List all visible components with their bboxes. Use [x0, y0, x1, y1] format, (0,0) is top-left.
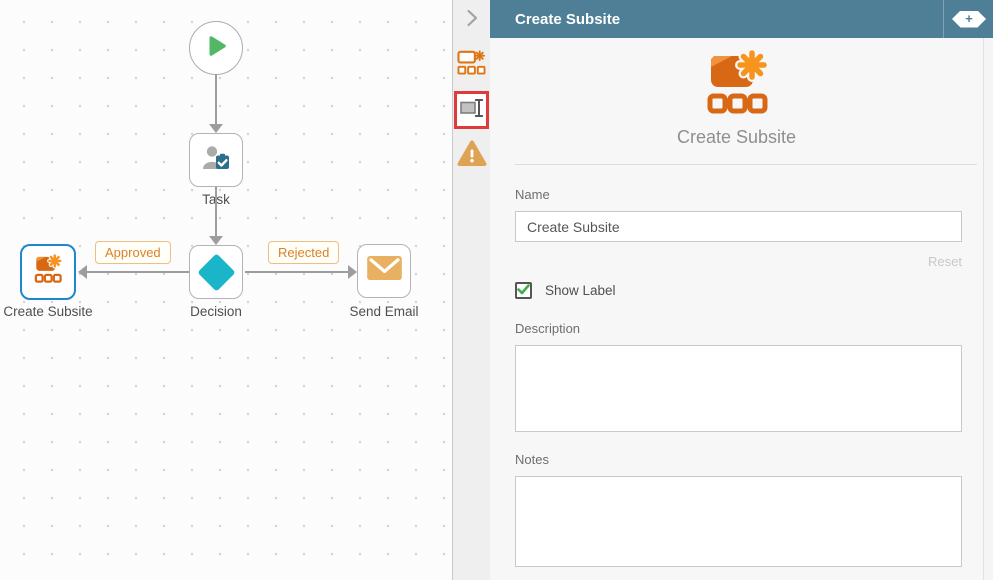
play-icon: [203, 33, 229, 64]
show-label-check-icon: [517, 282, 530, 300]
create-subsite-large-icon: [697, 48, 777, 122]
reset-row: Reset: [515, 253, 962, 271]
collapse-panel-button[interactable]: [462, 8, 482, 32]
panel-toggle-icon[interactable]: +: [952, 10, 986, 28]
create-subsite-outline-icon: [457, 48, 486, 80]
tool-warnings[interactable]: [456, 139, 487, 173]
action-title: Create Subsite: [676, 127, 797, 147]
tool-rename[interactable]: [454, 91, 489, 129]
task-node[interactable]: [189, 133, 243, 187]
name-input[interactable]: [515, 211, 962, 242]
action-hero: Create Subsite: [490, 38, 983, 148]
header-divider: [943, 0, 944, 38]
properties-panel: Create Subsite Name Reset Show Label: [490, 38, 983, 580]
branch-label-approved[interactable]: Approved: [95, 241, 171, 264]
reset-link[interactable]: Reset: [928, 254, 962, 269]
connector-task-decision: [215, 187, 217, 237]
panel-title: Create Subsite: [515, 10, 621, 28]
show-label-row: Show Label: [515, 282, 962, 299]
show-label-text: Show Label: [545, 283, 616, 298]
send-email-node[interactable]: [357, 244, 411, 298]
description-input[interactable]: [515, 345, 962, 432]
connector-decision-createsubsite: [84, 271, 189, 273]
decision-node-label: Decision: [190, 304, 242, 319]
properties-form: Name Reset Show Label Description Notes: [490, 187, 983, 567]
properties-panel-header: Create Subsite +: [490, 0, 993, 38]
envelope-icon: [366, 256, 402, 286]
chevron-right-icon: [466, 8, 478, 33]
notes-input[interactable]: [515, 476, 962, 567]
workflow-canvas[interactable]: Task Decision Approved Rejected: [0, 0, 453, 580]
create-subsite-icon: [30, 253, 66, 290]
arrowhead-right: [348, 265, 357, 279]
description-label: Description: [515, 321, 581, 336]
task-icon: [200, 143, 232, 178]
connector-start-task: [215, 74, 217, 126]
create-subsite-node[interactable]: [20, 244, 76, 300]
notes-label: Notes: [515, 452, 549, 467]
tool-action-config[interactable]: [456, 47, 487, 81]
arrowhead-left: [78, 265, 87, 279]
connector-decision-sendemail: [245, 271, 349, 273]
decision-diamond-icon: [196, 252, 236, 292]
arrowhead-down: [209, 124, 223, 133]
section-divider: [515, 164, 977, 165]
decision-node[interactable]: [189, 245, 243, 299]
send-email-node-label: Send Email: [349, 304, 419, 319]
create-subsite-node-label: Create Subsite: [3, 304, 93, 319]
warning-triangle-icon: [457, 140, 487, 172]
panel-scrollbar[interactable]: [983, 38, 993, 580]
name-label: Name: [515, 187, 550, 202]
branch-label-rejected[interactable]: Rejected: [268, 241, 340, 264]
start-node[interactable]: [189, 21, 243, 75]
panel-tool-strip: [453, 0, 490, 580]
show-label-checkbox[interactable]: [515, 282, 532, 299]
arrowhead-down: [209, 236, 223, 245]
rename-icon: [459, 98, 484, 123]
